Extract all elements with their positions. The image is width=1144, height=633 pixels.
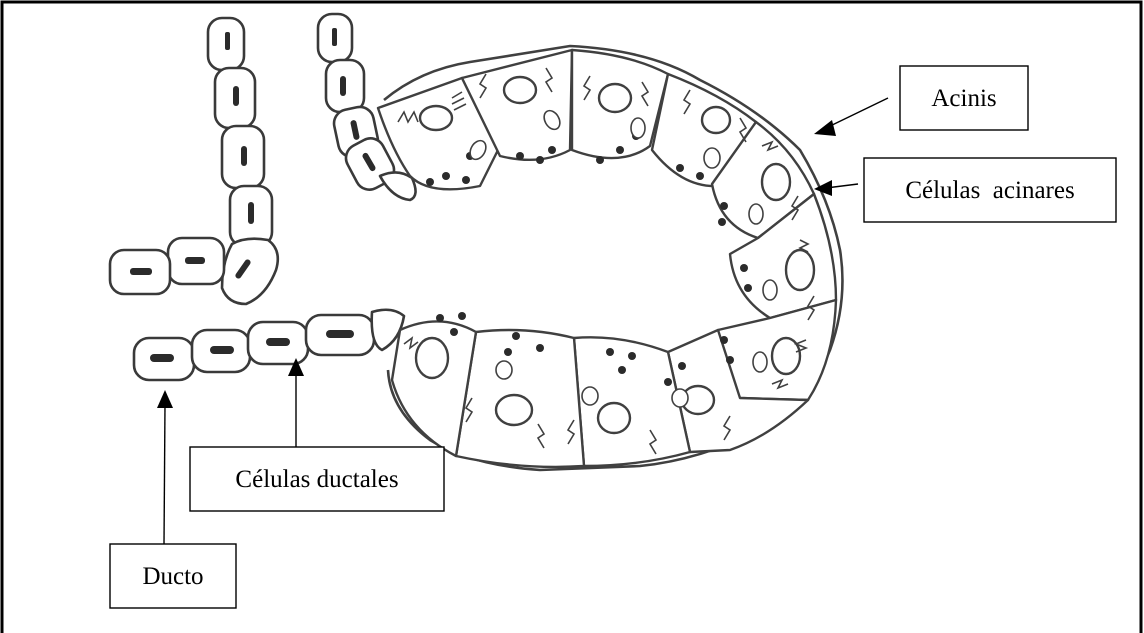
label-celulas-acinares-text: Células acinares xyxy=(905,177,1074,204)
lower-duct xyxy=(134,310,404,380)
label-ducto-text: Ducto xyxy=(142,563,203,590)
label-acinis: Acinis xyxy=(814,66,1028,136)
upper-duct xyxy=(110,18,278,304)
acinus xyxy=(378,46,842,470)
label-celulas-acinares: Células acinares xyxy=(814,158,1116,222)
label-celulas-ductales-text: Células ductales xyxy=(235,466,398,493)
label-acinis-text: Acinis xyxy=(931,85,996,112)
